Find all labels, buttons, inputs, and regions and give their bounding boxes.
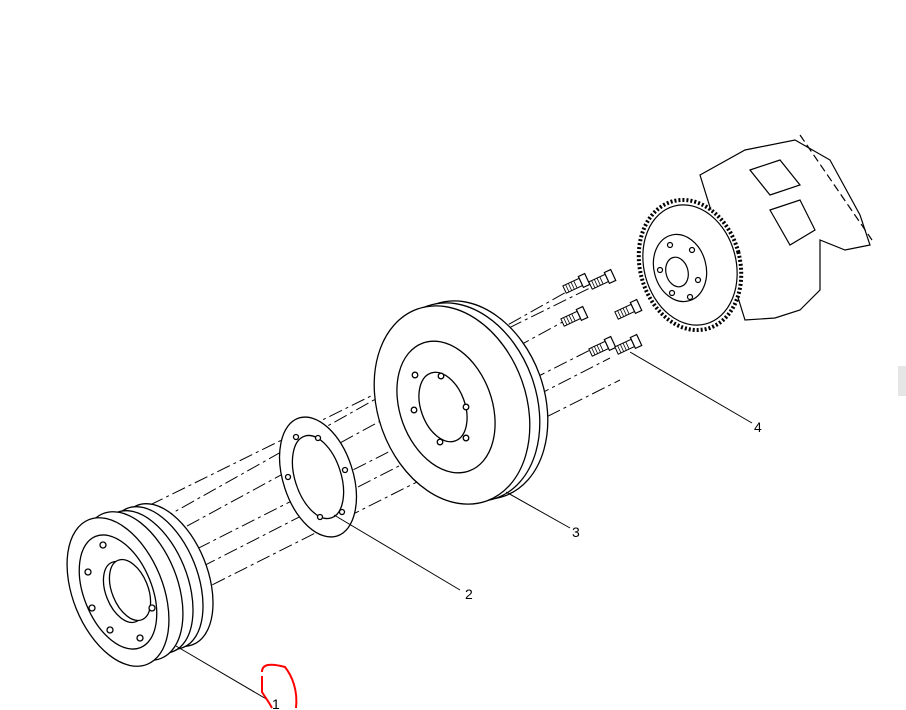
callout-3: 3 xyxy=(572,524,580,540)
scroll-tab[interactable] xyxy=(898,366,906,396)
leader-lines xyxy=(175,351,753,701)
callout-4: 4 xyxy=(754,419,762,435)
pulley-part xyxy=(66,503,214,667)
callout-1: 1 xyxy=(272,696,280,710)
red-annotation-mark xyxy=(261,663,298,709)
bolts-part xyxy=(559,268,643,359)
callout-2: 2 xyxy=(465,586,473,602)
crankshaft-gear xyxy=(636,134,873,333)
alignment-lines xyxy=(149,282,621,597)
spacer-part xyxy=(278,416,358,538)
damper-part xyxy=(373,300,549,505)
